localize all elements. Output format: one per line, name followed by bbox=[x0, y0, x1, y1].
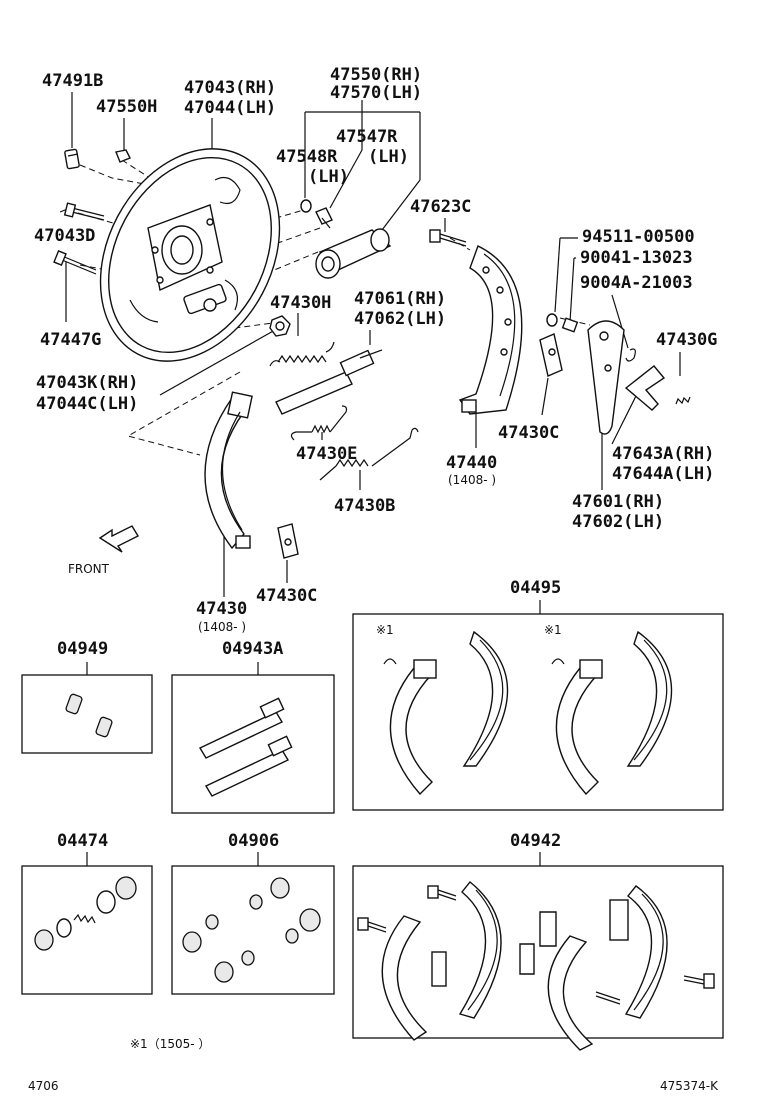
footnote: ※1（1505- ） bbox=[130, 1037, 210, 1051]
brake-shoe-47440 bbox=[458, 245, 523, 415]
nut-47043k bbox=[269, 315, 291, 337]
kit-box-04495 bbox=[352, 600, 724, 811]
bolt-47550h bbox=[115, 149, 131, 163]
wheel-cylinder bbox=[315, 228, 392, 279]
label-47550-rh: 47550(RH) bbox=[330, 65, 422, 85]
front-arrow-icon bbox=[98, 525, 139, 553]
spring-47430b bbox=[319, 427, 419, 481]
bleeder-47547r bbox=[315, 207, 333, 229]
bolt-47447g bbox=[53, 250, 97, 275]
adjuster-47061 bbox=[275, 349, 383, 415]
label-47430g: 47430G bbox=[656, 330, 717, 350]
kit-box-04949 bbox=[21, 662, 153, 754]
pin-90041 bbox=[561, 317, 579, 333]
label-47043-rh: 47043(RH) bbox=[184, 78, 276, 98]
mark-1-left: ※1 bbox=[376, 623, 394, 637]
label-47043k-rh: 47043K(RH) bbox=[36, 373, 138, 393]
label-47430: 47430 bbox=[196, 599, 247, 619]
backing-plate bbox=[99, 148, 281, 362]
label-47601-rh: 47601(RH) bbox=[572, 492, 664, 512]
label-9004a-21003: 9004A-21003 bbox=[580, 273, 693, 293]
label-47430h: 47430H bbox=[270, 293, 331, 313]
label-04495: 04495 bbox=[510, 578, 561, 598]
label-47430c-left: 47430C bbox=[256, 586, 317, 606]
spring-47430e bbox=[290, 405, 348, 441]
label-47602-lh: 47602(LH) bbox=[572, 512, 664, 532]
label-47643a-rh: 47643A(RH) bbox=[612, 444, 714, 464]
bolt-47043d bbox=[63, 202, 105, 221]
spring-47430g bbox=[675, 396, 691, 405]
label-47548r: 47548R bbox=[276, 147, 338, 167]
kit-box-04942 bbox=[352, 852, 724, 1051]
label-47061-rh: 47061(RH) bbox=[354, 289, 446, 309]
label-04942: 04942 bbox=[510, 831, 561, 851]
front-label: FRONT bbox=[68, 562, 110, 576]
label-47570-lh: 47570(LH) bbox=[330, 83, 422, 103]
cap-47548r bbox=[300, 199, 312, 213]
label-47623c: 47623C bbox=[410, 197, 471, 217]
bolt-47491b bbox=[64, 148, 80, 170]
page-code-left: 4706 bbox=[28, 1079, 59, 1093]
page-code-right: 475374-K bbox=[660, 1079, 719, 1093]
label-47491b: 47491B bbox=[42, 71, 103, 91]
retainer-47430c-left bbox=[277, 523, 299, 559]
label-47547r-lh: (LH) bbox=[368, 147, 409, 167]
label-04943a: 04943A bbox=[222, 639, 283, 659]
kit-box-04474 bbox=[21, 852, 153, 995]
label-90041-13023: 90041-13023 bbox=[580, 248, 693, 268]
label-04474: 04474 bbox=[57, 831, 108, 851]
label-47062-lh: 47062(LH) bbox=[354, 309, 446, 329]
spring-47430h bbox=[269, 341, 335, 367]
label-47440-note: (1408- ) bbox=[448, 473, 496, 487]
label-47550h: 47550H bbox=[96, 97, 157, 117]
label-47430c-right: 47430C bbox=[498, 423, 559, 443]
label-47430b: 47430B bbox=[334, 496, 395, 516]
strut-47643a bbox=[624, 365, 666, 411]
label-47430e: 47430E bbox=[296, 444, 357, 464]
label-47547r: 47547R bbox=[336, 127, 398, 147]
washer-94511 bbox=[546, 313, 558, 327]
brake-shoe-47430 bbox=[204, 391, 253, 550]
label-47044-lh: 47044(LH) bbox=[184, 98, 276, 118]
label-47548r-lh: (LH) bbox=[308, 167, 349, 187]
pin-47623c bbox=[429, 229, 467, 247]
retainer-47430c-right bbox=[539, 333, 563, 377]
label-47044c-lh: 47044C(LH) bbox=[36, 394, 138, 414]
label-47043d: 47043D bbox=[34, 226, 95, 246]
clip-9004a bbox=[625, 348, 636, 362]
lever-47601 bbox=[587, 320, 625, 435]
label-47430-note: (1408- ) bbox=[198, 620, 246, 634]
part-labels: 47491B 47550H 47043(RH) 47044(LH) 47550(… bbox=[28, 65, 719, 1093]
label-94511-00500: 94511-00500 bbox=[582, 227, 695, 247]
kit-box-04943a bbox=[171, 662, 335, 814]
label-04949: 04949 bbox=[57, 639, 108, 659]
label-47440: 47440 bbox=[446, 453, 497, 473]
label-47447g: 47447G bbox=[40, 330, 101, 350]
mark-1-right: ※1 bbox=[544, 623, 562, 637]
label-04906: 04906 bbox=[228, 831, 279, 851]
label-47644a-lh: 47644A(LH) bbox=[612, 464, 714, 484]
kit-box-04906 bbox=[171, 852, 335, 995]
